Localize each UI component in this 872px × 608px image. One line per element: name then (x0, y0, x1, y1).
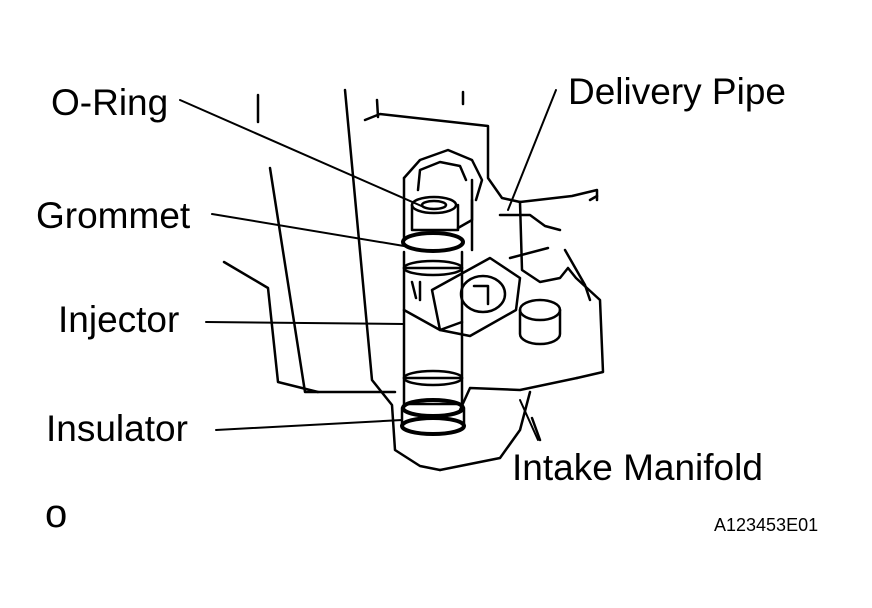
manifold-boss (518, 298, 562, 346)
delivery-pipe-label: Delivery Pipe (568, 71, 786, 112)
intake-manifold-leader (519, 399, 539, 441)
grommet-label: Grommet (36, 195, 191, 236)
injector-leader (205, 321, 405, 325)
injector-body (400, 195, 522, 436)
delivery-pipe-leader (507, 89, 557, 211)
delivery-pipe-clamp (402, 148, 484, 252)
insulator-leader (215, 419, 403, 431)
insulator-label: Insulator (46, 408, 188, 449)
symbol-mark: o (45, 492, 68, 536)
figure-code: A123453E01 (714, 515, 819, 535)
o-ring-label: O-Ring (51, 82, 169, 123)
intake-manifold-label: Intake Manifold (512, 447, 763, 488)
injector-label: Injector (58, 299, 180, 340)
leader-lines (179, 89, 557, 441)
grommet-leader (211, 213, 405, 247)
o-ring-leader (179, 99, 427, 209)
